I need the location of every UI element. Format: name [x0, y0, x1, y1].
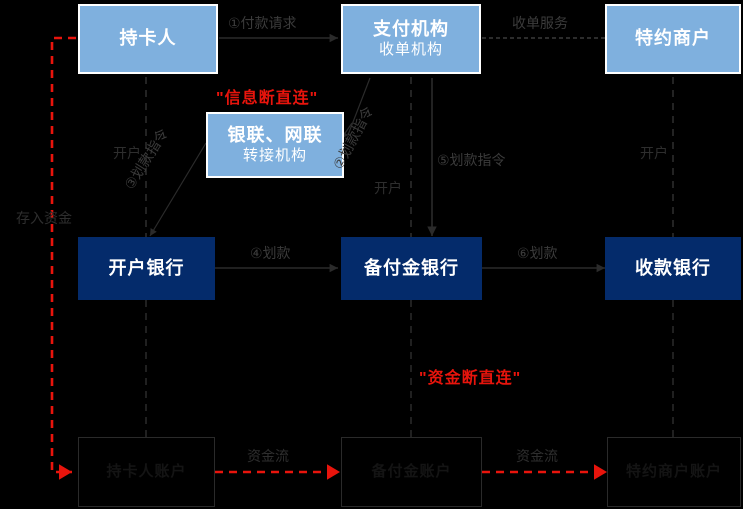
node-cardholder[interactable]: 持卡人 — [78, 4, 218, 74]
label-open-account-mid: 开户 — [374, 180, 402, 196]
node-switch-institution-sublabel: 转接机构 — [242, 146, 307, 164]
node-payment-institution-label: 支付机构 — [373, 18, 449, 39]
node-merchant-account-label: 特约商户账户 — [625, 462, 722, 480]
note-info-break: "信息断直连" — [216, 90, 319, 107]
node-merchant-label: 特约商户 — [635, 28, 711, 49]
node-reserve-bank[interactable]: 备付金银行 — [341, 237, 482, 300]
node-reserve-account-label: 备付金账户 — [371, 462, 452, 480]
node-payment-institution-sublabel: 收单机构 — [378, 40, 443, 58]
node-reserve-account[interactable]: 备付金账户 — [341, 437, 482, 507]
label-open-account-left: 开户 — [113, 145, 141, 161]
node-account-bank-label: 开户银行 — [108, 257, 185, 278]
label-acquiring-service: 收单服务 — [512, 15, 568, 31]
node-account-bank[interactable]: 开户银行 — [78, 237, 215, 300]
node-cardholder-account-label: 持卡人账户 — [106, 462, 187, 480]
node-reserve-bank-label: 备付金银行 — [364, 257, 459, 278]
label-transfer-4: ④划款 — [250, 245, 291, 261]
node-receiving-bank-label: 收款银行 — [635, 257, 711, 278]
label-payment-request: ①付款请求 — [228, 15, 297, 31]
edge-deposit-funds — [50, 36, 76, 480]
node-cardholder-account[interactable]: 持卡人账户 — [78, 437, 215, 507]
node-merchant-account[interactable]: 特约商户账户 — [607, 437, 741, 507]
label-fund-flow-left: 资金流 — [247, 448, 289, 464]
node-receiving-bank[interactable]: 收款银行 — [605, 237, 741, 300]
node-switch-institution-label: 银联、网联 — [227, 124, 323, 145]
node-payment-institution[interactable]: 支付机构 收单机构 — [341, 4, 481, 74]
label-transfer-order-5: ⑤划款指令 — [437, 152, 506, 168]
node-cardholder-label: 持卡人 — [119, 28, 177, 49]
note-fund-break: "资金断直连" — [419, 370, 522, 387]
node-merchant[interactable]: 特约商户 — [605, 4, 741, 74]
label-deposit-funds: 存入资金 — [16, 210, 72, 226]
label-fund-flow-right: 资金流 — [516, 448, 558, 464]
label-transfer-6: ⑥划款 — [517, 245, 558, 261]
label-open-account-right: 开户 — [640, 145, 668, 161]
node-switch-institution[interactable]: 银联、网联 转接机构 — [206, 112, 344, 178]
